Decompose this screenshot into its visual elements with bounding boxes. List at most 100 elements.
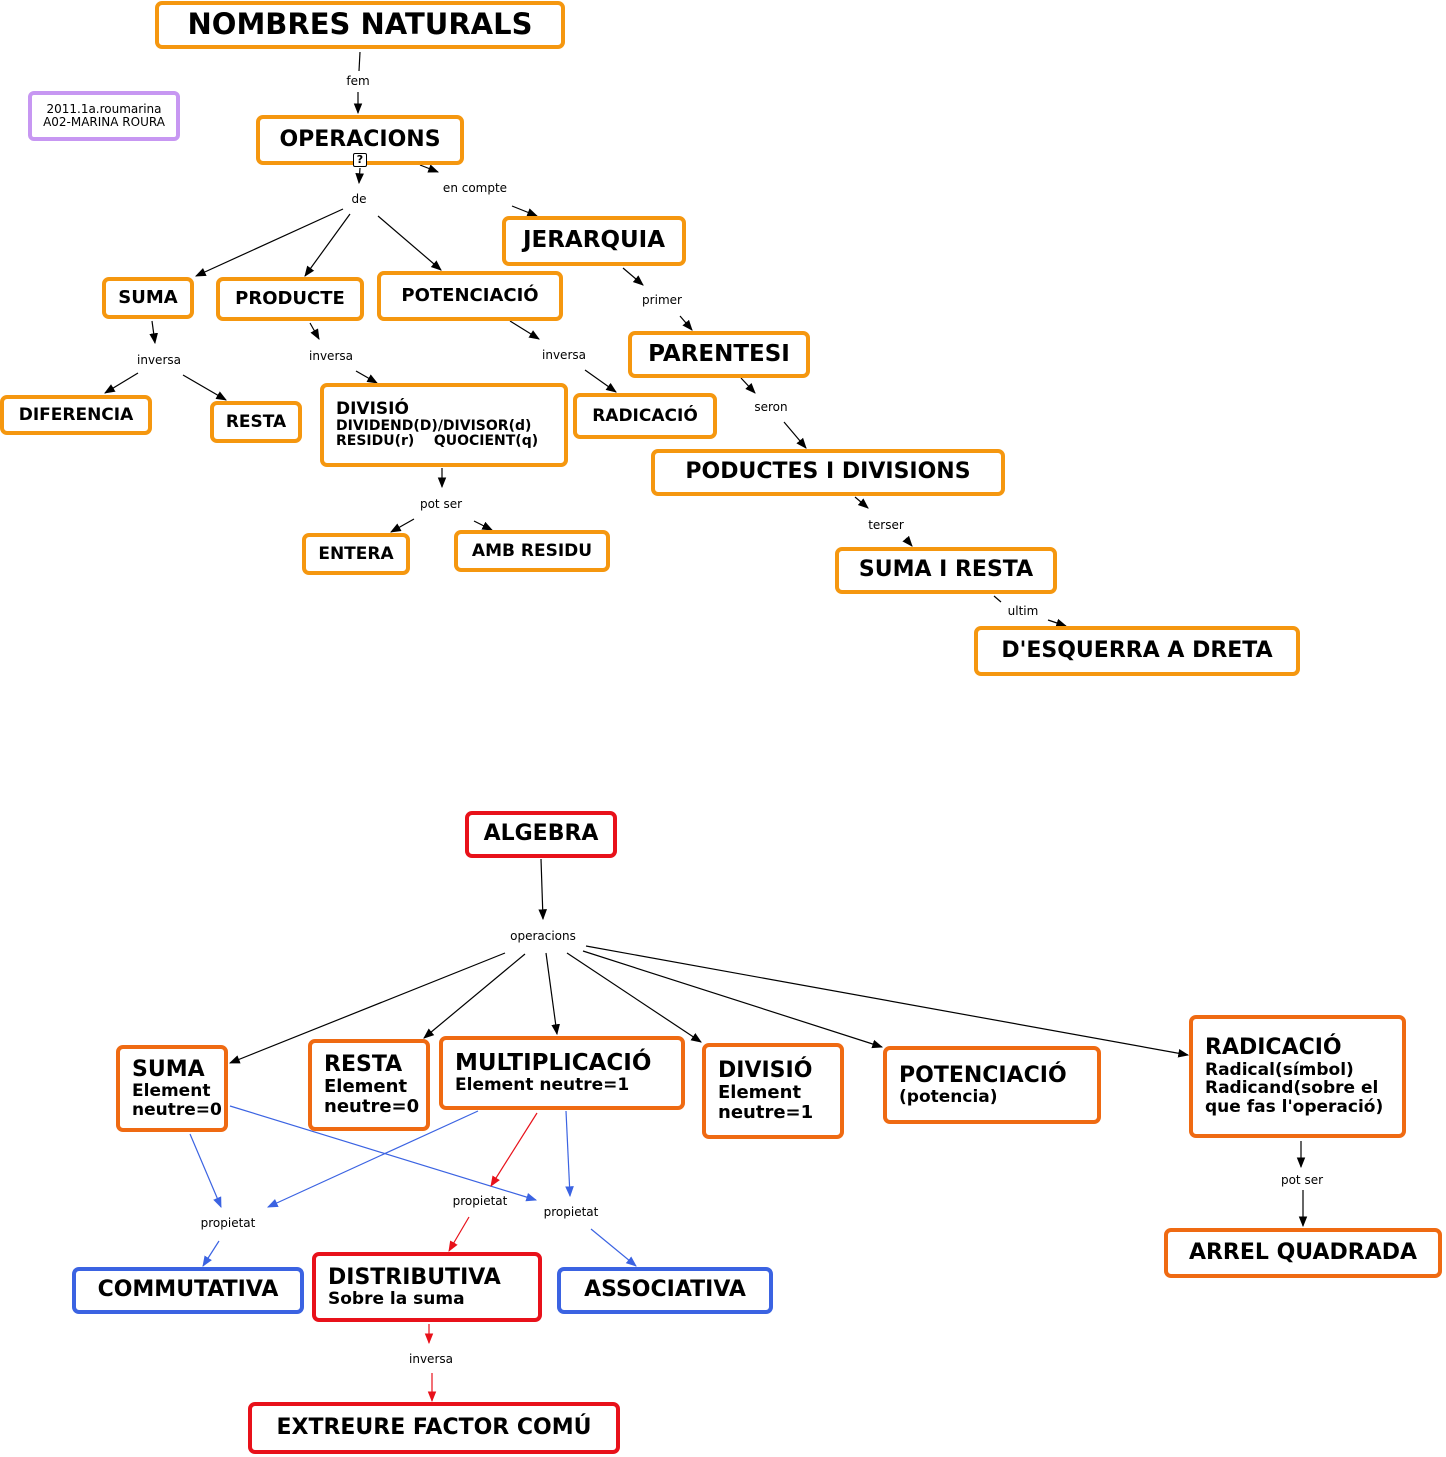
node-associativa[interactable]: ASSOCIATIVA (557, 1267, 773, 1314)
node-title: DIVISIÓ (336, 399, 409, 420)
node-resta[interactable]: RESTA (210, 401, 302, 443)
node-radicacio[interactable]: RADICACIÓ Radical(símbol) Radicand(sobre… (1189, 1015, 1406, 1138)
connector-line (304, 213, 351, 277)
node-label: AMB RESIDU (471, 540, 593, 561)
node-label: JERARQUIA (522, 227, 666, 254)
connector-line (545, 952, 560, 1036)
connector-line (358, 51, 361, 72)
node-poductes-i-divisions[interactable]: PODUCTES I DIVISIONS (651, 449, 1005, 496)
node-distributiva[interactable]: DISTRIBUTIVA Sobre la suma (312, 1252, 542, 1322)
node-title: DISTRIBUTIVA (328, 1264, 501, 1290)
connector-line (473, 520, 493, 531)
node-label: PARENTESI (648, 340, 790, 367)
link-label-terser: terser (867, 518, 905, 532)
connector-line (228, 952, 506, 1064)
connector-line (509, 320, 540, 340)
node-divisio[interactable]: DIVISIÓ DIVIDEND(D)/DIVISOR(d) RESIDU(r)… (320, 383, 568, 467)
connector-line (590, 1228, 637, 1267)
node-detail: Element (324, 1076, 408, 1098)
node-extreure-factor-comu[interactable]: EXTREURE FACTOR COMÚ (248, 1402, 620, 1454)
node-commutativa[interactable]: COMMUTATIVA (72, 1267, 304, 1314)
connector-line (902, 535, 913, 547)
connector-line (309, 322, 320, 340)
node-producte[interactable]: PRODUCTE (216, 277, 364, 321)
node-label: DIFERENCIA (18, 404, 134, 425)
node-jerarquia[interactable]: JERARQUIA (502, 216, 686, 266)
node-esquerra-a-dreta[interactable]: D'ESQUERRA A DRETA (974, 626, 1300, 676)
link-label-propietat: propietat (542, 1205, 600, 1219)
node-detail: que fas l'operació) (1205, 1096, 1384, 1117)
node-title: RESTA (324, 1052, 403, 1078)
connector-line (189, 1133, 222, 1208)
connector-line (267, 1110, 479, 1208)
link-label-seron: seron (753, 400, 789, 414)
connector-line (993, 595, 1002, 603)
link-label-operacions: operacions (509, 929, 577, 943)
connector-line (490, 1112, 538, 1187)
link-label-inversa: inversa (541, 348, 587, 362)
node-nombres-naturals[interactable]: NOMBRES NATURALS (155, 1, 565, 49)
connector-line (565, 1110, 574, 1198)
node-title: SUMA (132, 1056, 205, 1082)
node-parentesi[interactable]: PARENTESI (628, 331, 810, 378)
node-potenciacio[interactable]: POTENCIACIÓ (potencia) (883, 1046, 1101, 1124)
node-detail: Sobre la suma (328, 1288, 465, 1309)
help-icon[interactable]: ? (353, 153, 367, 167)
node-resta[interactable]: RESTA Element neutre=0 (308, 1039, 430, 1131)
node-label: SUMA (118, 287, 178, 309)
link-label-de: de (350, 192, 368, 206)
connector-line (419, 164, 440, 173)
connector-line (423, 953, 526, 1039)
node-label: ALGEBRA (483, 821, 599, 847)
node-arrel-quadrada[interactable]: ARREL QUADRADA (1164, 1228, 1442, 1278)
node-suma-i-resta[interactable]: SUMA I RESTA (835, 547, 1057, 594)
node-suma[interactable]: SUMA Element neutre=0 (116, 1045, 228, 1132)
link-label-inversa: inversa (136, 353, 182, 367)
node-detail: DIVIDEND(D)/DIVISOR(d) (336, 417, 532, 434)
node-algebra[interactable]: ALGEBRA (465, 811, 617, 858)
node-amb-residu[interactable]: AMB RESIDU (454, 530, 610, 572)
node-label: POTENCIACIÓ (401, 285, 539, 307)
link-label-inversa: inversa (408, 1352, 454, 1366)
node-multiplicacio[interactable]: MULTIPLICACIÓ Element neutre=1 (439, 1036, 685, 1110)
node-label: D'ESQUERRA A DRETA (1001, 637, 1273, 663)
node-detail: Radicand(sobre el (1205, 1078, 1379, 1099)
connector-line (582, 950, 884, 1049)
connector-line (585, 945, 1190, 1058)
connector-line (149, 320, 158, 345)
node-radicacio[interactable]: RADICACIÓ (573, 393, 717, 439)
author-info-box: 2011.1a.roumarina A02-MARINA ROURA (28, 91, 180, 141)
node-detail: neutre=1 (718, 1102, 814, 1124)
connector-line (511, 205, 539, 217)
link-label-inversa: inversa (308, 349, 354, 363)
node-divisio[interactable]: DIVISIÓ Element neutre=1 (702, 1043, 844, 1139)
node-label: SUMA I RESTA (858, 557, 1034, 583)
link-label-en-compte: en compte (441, 181, 509, 195)
node-title: MULTIPLICACIÓ (455, 1050, 652, 1076)
connector-line (390, 518, 415, 533)
node-label: RESTA (225, 411, 287, 432)
node-suma[interactable]: SUMA (102, 277, 194, 319)
node-entera[interactable]: ENTERA (302, 533, 410, 575)
node-title: RADICACIÓ (1205, 1035, 1342, 1061)
link-label-pot-ser: pot ser (418, 497, 464, 511)
node-label: RADICACIÓ (592, 405, 698, 426)
connector-line (566, 952, 702, 1043)
connector-line (622, 267, 644, 286)
author-line-2: A02-MARINA ROURA (43, 115, 165, 129)
link-label-fem: fem (345, 74, 371, 88)
link-label-ultim: ultim (1006, 604, 1040, 618)
connector-line (104, 372, 139, 394)
node-diferencia[interactable]: DIFERENCIA (0, 395, 152, 435)
node-label: PRODUCTE (235, 288, 345, 310)
connector-line (538, 858, 547, 921)
connector-line (195, 208, 344, 277)
node-title: DIVISIÓ (718, 1058, 813, 1084)
node-potenciacio[interactable]: POTENCIACIÓ (377, 271, 563, 321)
connector-line (1047, 618, 1068, 628)
connector-line (182, 374, 227, 401)
node-detail: neutre=0 (132, 1099, 222, 1120)
connector-line (740, 377, 756, 394)
node-detail: neutre=0 (324, 1096, 420, 1118)
node-label: ASSOCIATIVA (584, 1277, 746, 1303)
